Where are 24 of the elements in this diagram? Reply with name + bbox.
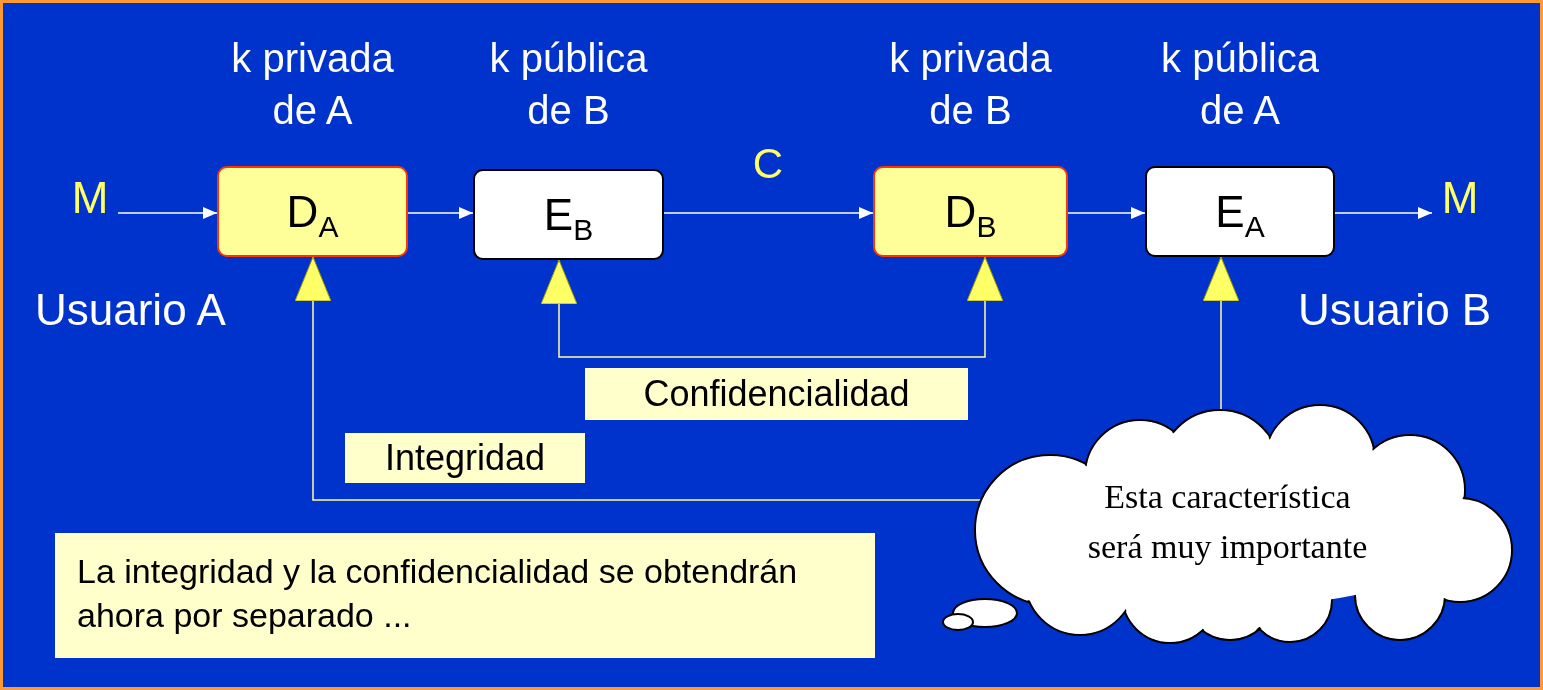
user-label: Usuario B <box>1298 285 1492 335</box>
cloud-text: Esta característica será muy importante <box>1086 477 1369 567</box>
decrypt-box: D$_{B}$ <box>873 166 1068 257</box>
arrow <box>1334 207 1433 219</box>
key-label: k pública de B <box>488 35 649 134</box>
decrypt-box: D$_{A}$ <box>217 166 408 257</box>
arrow <box>1067 207 1146 219</box>
edge-label: C <box>751 140 785 189</box>
note-box: La integridad y la confidencialidad se obtendrán ahora por separado ... <box>55 533 875 658</box>
arrow <box>663 207 874 219</box>
encrypt-box: E$_{B}$ <box>473 169 664 260</box>
message-label: M <box>62 172 118 228</box>
key-label: k pública de A <box>1160 35 1320 134</box>
user-label: Usuario A <box>35 285 226 335</box>
edge-label: Integridad <box>345 433 585 483</box>
encrypt-box: E$_{A}$ <box>1145 166 1335 257</box>
arrow <box>1202 256 1240 411</box>
arrow <box>117 207 218 219</box>
edge-label: Confidencialidad <box>585 368 968 420</box>
message-label: M <box>1432 172 1488 228</box>
arrow <box>540 256 1004 358</box>
arrow <box>407 207 474 219</box>
key-label: k privada de B <box>888 35 1053 134</box>
key-label: k privada de A <box>230 35 395 134</box>
